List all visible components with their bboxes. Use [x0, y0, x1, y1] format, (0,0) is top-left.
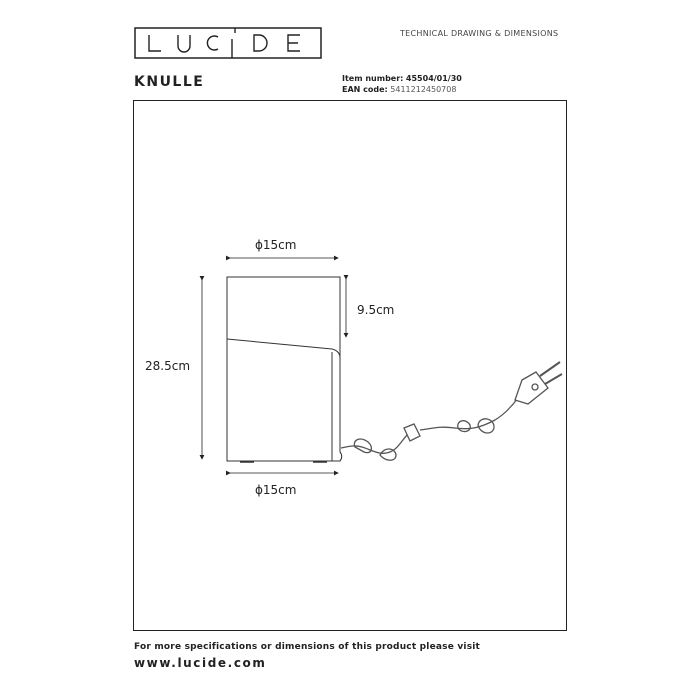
drawing-frame	[133, 100, 567, 631]
item-number: 45504/01/30	[405, 74, 462, 83]
base-diameter-label: ϕ15cm	[255, 483, 296, 497]
website-link[interactable]: www.lucide.com	[134, 656, 267, 670]
product-name: KNULLE	[134, 74, 205, 90]
footer-note: For more specifications or dimensions of…	[134, 642, 481, 652]
product-meta: Item number: 45504/01/30 EAN code: 54112…	[342, 73, 462, 95]
dimension-lines	[199, 255, 349, 476]
ean-code: 5411212450708	[390, 85, 457, 94]
total-height-label: 28.5cm	[145, 359, 190, 373]
shade-height-label: 9.5cm	[357, 303, 394, 317]
document-type: TECHNICAL DRAWING & DIMENSIONS	[400, 29, 559, 38]
lucide-logo	[134, 27, 322, 59]
ean-label: EAN code:	[342, 85, 388, 94]
item-number-label: Item number:	[342, 74, 404, 83]
power-cord	[340, 361, 563, 461]
top-diameter-label: ϕ15cm	[255, 238, 296, 252]
lamp-outline	[226, 276, 343, 463]
